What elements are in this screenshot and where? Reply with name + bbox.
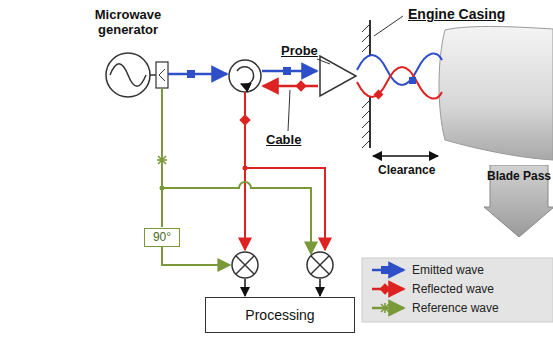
node-text: Processing xyxy=(245,307,314,323)
circulator-symbol-part xyxy=(229,60,261,92)
mixer-output-arrows-part xyxy=(244,279,246,296)
engine-casing-part xyxy=(374,16,403,36)
mixer-symbols-part xyxy=(236,256,254,274)
mixer-output-arrows xyxy=(245,279,320,296)
standing-waves-part xyxy=(409,77,416,84)
engine-casing-part xyxy=(362,120,370,128)
microwave-generator-symbol xyxy=(106,53,168,97)
reflected-wave-line-part xyxy=(263,85,318,88)
microwave-generator-symbol-part xyxy=(106,53,150,97)
microwave-generator-symbol-part xyxy=(150,74,156,76)
standing-waves-part xyxy=(374,90,384,100)
legend-panel-part-part xyxy=(381,304,389,312)
mixer-symbols-part xyxy=(232,252,258,278)
engine-casing-part xyxy=(362,110,370,118)
reflected-wave-line-part xyxy=(243,166,248,171)
reference-wave-line-part xyxy=(162,247,230,265)
engine-casing-part xyxy=(362,24,370,32)
microwave-generator-symbol-part xyxy=(156,62,168,88)
processing-box: Processing xyxy=(205,297,355,333)
emitted-wave-line-part xyxy=(187,70,195,78)
mixer-symbols-part xyxy=(311,256,329,274)
reflected-wave-line-part xyxy=(239,114,250,125)
block-arrow-outline xyxy=(484,165,553,237)
reference-wave-line-part-part xyxy=(158,156,166,164)
clearance-dimension-part xyxy=(373,155,438,157)
circulator-symbol-part xyxy=(237,67,254,85)
clearance-label: Clearance xyxy=(378,164,435,178)
engine-casing-part xyxy=(362,34,370,42)
standing-waves-part xyxy=(357,67,442,99)
engine-casing-part xyxy=(362,140,370,148)
legend-panel-part xyxy=(362,258,553,322)
microwave-generator-symbol-part xyxy=(159,69,165,75)
engine-casing-part xyxy=(362,130,370,138)
mixer-symbols-part xyxy=(236,256,254,274)
mixer-output-arrows-part xyxy=(319,279,321,296)
node-text: 90° xyxy=(153,231,171,245)
probe-symbol xyxy=(288,56,356,131)
reference-wave-line-part xyxy=(160,186,165,191)
clearance-dimension xyxy=(373,156,438,157)
engine-casing-part xyxy=(362,100,370,108)
mixer-symbols-part xyxy=(307,252,333,278)
standing-waves xyxy=(357,53,442,99)
probe-label: Probe xyxy=(281,44,318,59)
reference-wave-line xyxy=(157,88,311,265)
legend-panel-part xyxy=(379,283,390,294)
legend-text: Emitted wave xyxy=(412,264,484,277)
legend-panel-part xyxy=(380,303,390,313)
microwave-generator-symbol-part xyxy=(110,64,146,87)
probe-symbol-part xyxy=(288,90,290,131)
reference-wave-line-part-part xyxy=(158,156,166,164)
cable-label: Cable xyxy=(266,133,301,148)
legend-panel-part-part xyxy=(381,304,389,312)
engine-casing-label: Engine Casing xyxy=(408,6,505,22)
reference-wave-line-part xyxy=(161,88,163,227)
reflected-wave-line xyxy=(239,80,325,250)
mixer-symbols-part xyxy=(311,256,329,274)
engine-casing xyxy=(362,16,403,148)
node-text: Blade Pass xyxy=(487,170,551,184)
legend-text: Reference wave xyxy=(412,302,499,315)
blade-pass-arrow: Blade Pass xyxy=(484,165,553,237)
probe-symbol-part xyxy=(317,59,330,64)
circulator-symbol xyxy=(229,60,261,92)
reference-wave-line-part xyxy=(162,182,311,254)
reflected-wave-line-part xyxy=(245,168,325,250)
generator-label: Microwave generator xyxy=(82,8,174,38)
reference-wave-line-part xyxy=(157,155,167,165)
emitted-wave-line-part xyxy=(283,67,291,75)
emitted-wave-line-part xyxy=(168,73,227,76)
turbine-blade-part xyxy=(439,26,553,160)
microwave-generator-symbol-part xyxy=(159,75,165,81)
legend-panel-part xyxy=(372,307,404,310)
mixer-symbols xyxy=(232,252,333,278)
engine-casing-part xyxy=(362,44,370,52)
standing-waves-part xyxy=(357,53,442,85)
phase-shift-box: 90° xyxy=(144,228,180,247)
turbine-blade xyxy=(439,26,553,160)
legend-panel-part xyxy=(381,266,389,274)
reflected-wave-line-part xyxy=(295,80,306,91)
legend-text: Reflected wave xyxy=(412,283,494,296)
legend-panel xyxy=(362,258,553,322)
